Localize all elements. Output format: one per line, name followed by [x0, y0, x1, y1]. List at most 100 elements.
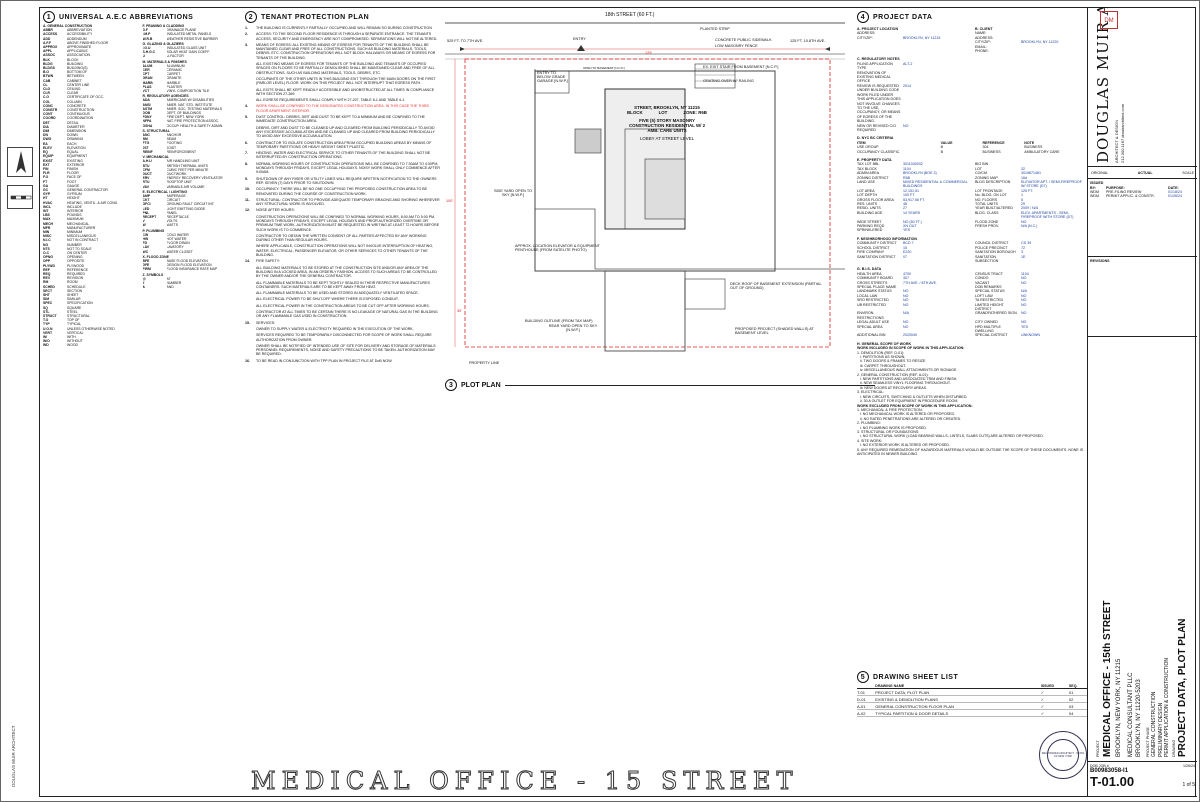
sheet-number-cell: DOB JOB # 1/26/24 B00983058-I1 T-01.00 1… [1088, 762, 1197, 797]
note-item: OCCUPANTS OF THE OTHER UNITS IN THIS BUI… [245, 77, 440, 86]
abbreviation-value: CARPET [166, 72, 181, 77]
note-number [245, 333, 253, 342]
abbreviation-key: CKT [142, 198, 150, 203]
drawing-list-cell: ✓ [1040, 709, 1069, 717]
drawing-list-head-cell [857, 684, 876, 689]
note-number: 12. [245, 208, 250, 213]
bis-row-value: NO [1021, 311, 1027, 316]
bis-row-value: NO [1021, 320, 1027, 325]
section-number: 2 [245, 11, 257, 23]
section-title: TENANT PROTECTION PLAN [261, 13, 370, 21]
bis-row-key: LANDMARK STATUS [857, 289, 892, 294]
neighborhood-row-key: FIRE COMPANY [857, 250, 885, 255]
abbreviation-key: FIN [43, 166, 49, 171]
criteria-cell: BUSINESS [982, 149, 1001, 154]
phase: GENERAL CONSTRUCTION [1151, 691, 1157, 757]
property-row-value: 32 [1021, 166, 1025, 171]
scope-item: ii. NO RATED PENETRATIONS ARE ALTERED OR… [857, 416, 962, 421]
abbreviation-value: DOWN [67, 133, 78, 138]
regulatory-row: RENOVATION OF EXISTING MEDICAL OFFICE [857, 71, 1087, 84]
abbreviation-value: GAUGE [67, 183, 80, 188]
project-city: BROOKLYN, NEW YORK, NY 11215 [1116, 658, 1122, 757]
abbreviation-key: BM [142, 137, 148, 142]
bis-row-key: TA RESTRICTED [975, 298, 1004, 303]
dimension-width: 125' [645, 51, 653, 55]
note-number: 5. [245, 115, 248, 120]
client-info: B. CLIENT NAME:ADDRESS:CITY/ZIP:BROOKLYN… [975, 23, 1087, 53]
abbreviation-key: EA [43, 141, 48, 146]
issues-head: BY: PURPOSE: DATE: [1090, 186, 1195, 190]
abbreviation-value: DETAIL [67, 120, 79, 125]
note-text: NORMAL WORKING HOURS OF CONSTRUCTION OPE… [256, 161, 440, 175]
abbreviation-key: BLDGS [43, 66, 55, 71]
abbreviation-value: DIAMETER [67, 124, 85, 129]
note-text: THE BUILDING IS CURRENTLY PARTIALLY OCCU… [256, 26, 432, 30]
abbreviation-value: DESIGN FLOOD ELEVATION [166, 263, 212, 268]
job-label: DOB JOB # [1090, 764, 1109, 768]
bis-row-value: N/A [1021, 289, 1027, 294]
tenant-protection-header: 2 TENANT PROTECTION PLAN [245, 11, 369, 23]
abbreviation-value: RECEPTACLE [166, 214, 189, 219]
abbreviation-key: # [142, 280, 145, 285]
abbreviation-key: U [142, 54, 145, 59]
property-row-value: 5 [1021, 197, 1023, 202]
abbreviation-value: EXISTING [67, 158, 83, 163]
planted-strip-label: PLANTED STRIP [700, 27, 730, 31]
abbreviation-value: HEATING, VENTIL. & AIR COND. [67, 200, 118, 205]
abbreviation-value: COLUMN [67, 99, 82, 104]
abbreviation-value: BASE FLOOD ELEVATION [166, 258, 208, 263]
drawing-list-head-cell: DRAWING NAME [875, 684, 1041, 689]
note-number [245, 291, 253, 295]
neighborhood-row-value: 07 [903, 254, 907, 259]
note-item: WHERE APPLICABLE, CONSTRUCTION OPERATION… [245, 244, 440, 257]
neighborhood-row-key: POLICE PRECINCT [975, 245, 1008, 250]
scope-item: 1. MECHANICAL & FIRE PROTECTION: [857, 407, 923, 412]
abbreviation-key: MAX [43, 217, 51, 222]
abbreviation-value: INSULATED METAL PANELS [166, 32, 212, 37]
abbreviation-key: U.O.N [43, 326, 53, 331]
section-number: 3 [445, 379, 457, 391]
abbreviation-value: GROUND FAULT CIRCUIT INT. [166, 202, 215, 207]
regulatory-row-value: NO [903, 123, 909, 128]
abbreviation-key: CFM [142, 167, 150, 172]
bis-row: SPECIAL PLACE NAME [857, 285, 969, 289]
abbreviation-value: ABOVE FINISHED FLOOR [67, 40, 109, 45]
abbreviation-key: MFR [43, 225, 51, 230]
abbreviation-value: UNLESS OTHERWISE NOTED [67, 326, 115, 331]
abbreviation-key: ELEV [43, 145, 52, 150]
abbreviation-value: ROOM [67, 280, 78, 285]
regulatory-row-value: 2014 [903, 83, 911, 88]
actual-label: ACTUAL [1137, 170, 1153, 175]
abbreviation-value: NUMBER [166, 280, 182, 285]
bis-row-value: UNKNOWN [1021, 333, 1040, 338]
criteria-cell: OCCUPANCY CLASSIFIC. [857, 149, 901, 154]
abbreviation-value: REFERENCE [67, 267, 88, 272]
drawing-list-cell: 03 [1068, 702, 1087, 710]
neighborhood-row-value: 15 [903, 245, 907, 250]
note-text: ACCESS: TO THE SECOND FLOOR RESIDENCE IS… [256, 32, 438, 41]
abbreviation-value: SIMILAR [67, 297, 81, 302]
project-label: PROJECT [1096, 740, 1100, 757]
bis-row-key: VACANT [975, 280, 990, 285]
issue-by: WDM [1090, 190, 1099, 194]
